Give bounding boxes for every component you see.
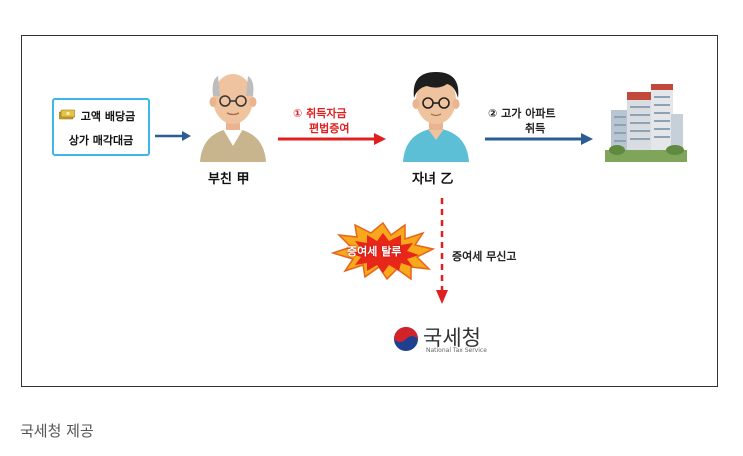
income-source-box: 고액 배당금 상가 매각대금 xyxy=(52,98,150,156)
arrow1-label-2: 편법증여 xyxy=(309,122,350,135)
child-to-nts-arrow xyxy=(436,198,448,304)
arrow2-label-1: ② 고가 아파트 xyxy=(488,107,556,120)
burst-label: 증여세 탈루 xyxy=(347,245,402,258)
apartment-building-icon xyxy=(605,84,687,162)
arrow2-label-2: 취득 xyxy=(525,122,546,135)
arrow1-label-1: ① 취득자금 xyxy=(293,107,347,120)
young-man-icon xyxy=(403,72,469,162)
father-label: 부친 甲 xyxy=(208,172,250,187)
explosion-burst-icon xyxy=(331,221,435,281)
nts-subtitle: National Tax Service xyxy=(426,347,487,354)
nts-emblem-icon xyxy=(394,327,418,351)
father-to-child-arrow xyxy=(278,133,386,145)
money-bills-icon xyxy=(59,109,75,120)
image-caption: 국세청 제공 xyxy=(20,422,94,440)
arrow3-label: 증여세 무신고 xyxy=(452,250,517,263)
nts-name: 국세청 xyxy=(423,326,481,350)
elderly-man-icon xyxy=(200,74,266,162)
income-source-line-2: 상가 매각대금 xyxy=(68,134,134,147)
child-label: 자녀 乙 xyxy=(412,172,454,187)
diagram-frame xyxy=(21,35,718,387)
source-to-father-arrow xyxy=(155,131,191,141)
child-to-building-arrow xyxy=(485,133,593,145)
income-source-line-1: 고액 배당금 xyxy=(80,110,136,123)
